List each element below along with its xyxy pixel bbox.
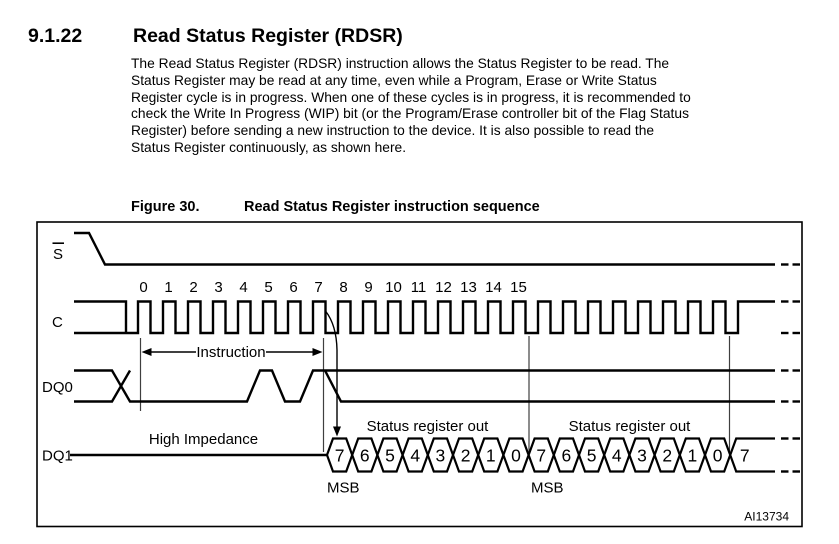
clock-bit-number: 10 [385, 279, 402, 296]
clock-bit-number: 12 [435, 279, 452, 296]
paragraph-line: Register) before sending a new instructi… [131, 123, 655, 139]
figure-caption-label: Figure 30. [131, 199, 200, 215]
high-impedance-label: High Impedance [149, 431, 258, 448]
dq1-bit-value: 3 [637, 446, 647, 466]
clock-bit-number: 4 [239, 279, 247, 296]
signal-dq0-label: DQ0 [42, 379, 73, 396]
continuation-dashes [781, 263, 800, 473]
clock-bit-number: 11 [411, 279, 427, 296]
signal-s-label: S [53, 246, 63, 263]
msb-label-1: MSB [327, 480, 360, 497]
section-title: Read Status Register (RDSR) [133, 25, 403, 47]
dq1-bit-value: 6 [562, 446, 572, 466]
instruction-label: Instruction [196, 344, 265, 361]
paragraph-line: Status Register continuously, as shown h… [131, 139, 407, 155]
dq1-bit-hexagon [729, 437, 775, 473]
paragraph-line: Register cycle is in progress. When one … [131, 89, 691, 105]
dq1-bit-value: 7 [536, 446, 546, 466]
clock-bit-number: 1 [164, 279, 172, 296]
paragraph-line: check the Write In Progress (WIP) bit (o… [131, 106, 689, 122]
clock-bit-number: 14 [485, 279, 502, 296]
signal-s-wave [74, 231, 775, 266]
dq1-bit-value: 5 [385, 446, 395, 466]
dq0-crossover [74, 369, 132, 403]
figure-watermark: AI13734 [744, 510, 789, 524]
dq0-dontcare-rail [323, 369, 775, 403]
clock-bit-number: 8 [339, 279, 347, 296]
clock-bit-number: 3 [214, 279, 222, 296]
signal-c-label: C [52, 314, 63, 331]
dq1-bit-value: 1 [688, 446, 698, 466]
clock-bit-number: 0 [139, 279, 147, 296]
paragraph-line: The Read Status Register (RDSR) instruct… [131, 56, 670, 71]
dq1-bit-value: 4 [410, 446, 420, 466]
section-number: 9.1.22 [28, 25, 83, 47]
dq1-bit-value: 5 [587, 446, 597, 466]
clock-bit-number: 5 [264, 279, 272, 296]
dq1-bit-value: 2 [662, 446, 672, 466]
instruction-arrow: Instruction [141, 344, 323, 361]
clock-to-data-arrow-line [324, 310, 338, 427]
dq1-bit-value: 2 [461, 446, 471, 466]
clock-bit-number: 7 [314, 279, 322, 296]
paragraph-line: Status Register may be read at any time,… [131, 72, 657, 88]
intro-paragraph: The Read Status Register (RDSR) instruct… [131, 56, 691, 157]
clock-bit-number: 15 [510, 279, 527, 296]
down-arrowhead-icon [333, 426, 341, 437]
clock-to-data-arrow [324, 310, 341, 437]
signal-dq1-label: DQ1 [42, 448, 73, 465]
clock-bit-number: 9 [364, 279, 372, 296]
dq1-bit-value: 4 [612, 446, 622, 466]
dq1-bit-value: 0 [511, 446, 521, 466]
figure-caption-title: Read Status Register instruction sequenc… [244, 199, 540, 215]
clock-pulse-train [74, 300, 775, 335]
dq0-wave [74, 369, 775, 403]
dq1-bit-value: 3 [436, 446, 446, 466]
dq1-bit-value: 7 [335, 446, 345, 466]
left-arrowhead-icon [141, 348, 152, 356]
dq1-bit-value: 6 [360, 446, 370, 466]
clock-bit-number: 13 [460, 279, 477, 296]
dq1-bit-value: 1 [486, 446, 496, 466]
dq1-bit-value: 0 [713, 446, 723, 466]
status-register-out-label-1: Status register out [367, 418, 490, 435]
dq1-bit-value: 7 [740, 446, 750, 466]
figure-border [36, 221, 803, 528]
status-register-out-label-2: Status register out [569, 418, 692, 435]
clock-bit-number: 6 [289, 279, 297, 296]
clock-bit-number: 2 [189, 279, 197, 296]
msb-label-2: MSB [531, 480, 564, 497]
right-arrowhead-icon [312, 348, 323, 356]
clock-dontcare-rail [74, 300, 128, 333]
